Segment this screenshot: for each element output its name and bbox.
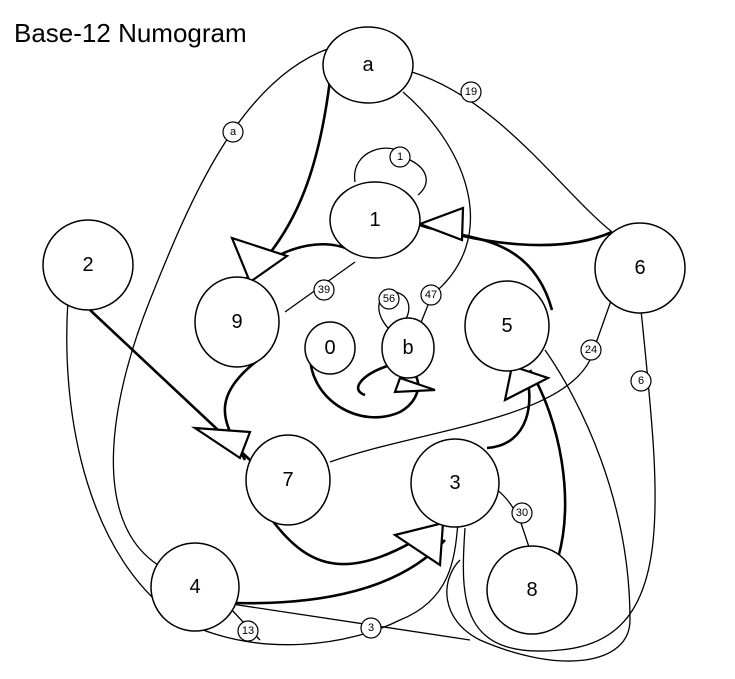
edge-2-3 (66, 299, 459, 646)
node-label: 6 (634, 257, 645, 279)
node-circle (381, 317, 435, 379)
edge-label-circle (360, 617, 382, 639)
edge-label-text: 13 (242, 625, 254, 637)
edge-label-text: 1 (397, 151, 403, 163)
edge-label-circle (580, 339, 602, 361)
edge-5-6 (446, 349, 631, 662)
node-0: 0 (304, 321, 356, 375)
node-label: 1 (369, 209, 380, 231)
edge-label-text: 24 (585, 344, 597, 356)
arrowhead (503, 364, 551, 403)
edge-7-6 (329, 297, 613, 463)
node-label: 4 (189, 576, 200, 598)
edge-label-13: 13 (237, 620, 259, 642)
edge-label-56: 56 (378, 288, 400, 310)
edge-label-30: 30 (511, 502, 533, 524)
node-b: b (381, 317, 435, 379)
edge-label-circle (222, 121, 244, 143)
node-label: 3 (449, 472, 460, 494)
arrowhead (416, 206, 465, 242)
edge-label-text: 3 (368, 622, 374, 634)
node-circle (464, 280, 550, 372)
node-7: 7 (245, 434, 331, 526)
edge-0-b (308, 354, 420, 419)
edge-4-3 (234, 539, 446, 605)
edge-label-3: 3 (360, 617, 382, 639)
node-circle (245, 434, 331, 526)
edge-label-1: 1 (389, 146, 411, 168)
edge-label-19: 19 (460, 81, 482, 103)
edge-13 (224, 602, 471, 641)
edge-label-circle (389, 146, 411, 168)
edges (66, 47, 656, 662)
node-1: 1 (329, 181, 421, 259)
arrowhead (230, 236, 290, 284)
node-6: 6 (594, 222, 686, 314)
edge-label-39: 39 (313, 279, 335, 301)
node-circle (304, 321, 356, 375)
edge-label-circle (630, 370, 652, 392)
edge-8-5 (528, 369, 567, 559)
edge-label-a: a (222, 121, 244, 143)
node-circle (322, 26, 414, 104)
arrowhead (392, 521, 445, 567)
edge-a-b (402, 91, 472, 326)
node-2: 2 (42, 219, 134, 311)
node-label: 5 (501, 315, 512, 337)
edge-label-circle (378, 288, 400, 310)
edge-label-text: 47 (425, 289, 437, 301)
node-label: b (402, 337, 413, 359)
diagram-title: Base-12 Numogram (14, 18, 247, 48)
edge-label-circle (460, 81, 482, 103)
node-label: 0 (324, 337, 335, 359)
node-circle (194, 276, 280, 368)
edge-4-a (112, 47, 331, 566)
edge-label-47: 47 (420, 284, 442, 306)
node-label: 7 (282, 469, 293, 491)
node-label: 9 (231, 311, 242, 333)
edge-label-text: 39 (318, 284, 330, 296)
node-4: 4 (150, 542, 240, 632)
node-8: 8 (486, 545, 578, 635)
arrowhead (190, 426, 252, 460)
node-label: 8 (526, 579, 537, 601)
edge-label-circle (511, 502, 533, 524)
edge-label-text: 19 (465, 86, 477, 98)
node-label: 2 (82, 254, 93, 276)
edge-label-6: 6 (630, 370, 652, 392)
node-circle (150, 542, 240, 632)
node-circle (329, 181, 421, 259)
node-circle (594, 222, 686, 314)
edge-label-circle (313, 279, 335, 301)
edge-6-a (411, 71, 613, 233)
edge-label-text: a (230, 126, 237, 138)
edge-label-circle (420, 284, 442, 306)
edge-label-text: 56 (383, 293, 395, 305)
node-a: a (322, 26, 414, 104)
node-circle (42, 219, 134, 311)
edge-label-circle (237, 620, 259, 642)
node-9: 9 (194, 276, 280, 368)
edge-3-6 (462, 299, 656, 652)
edge-label-text: 30 (516, 507, 528, 519)
nodes: a 1 2 6 9 0 b 5 7 3 4 8 (42, 26, 686, 635)
node-circle (486, 545, 578, 635)
node-5: 5 (464, 280, 550, 372)
arrowhead (393, 376, 436, 394)
node-circle (410, 438, 500, 528)
edge-label-24: 24 (580, 339, 602, 361)
node-3: 3 (410, 438, 500, 528)
edge-label-text: 6 (638, 375, 644, 387)
node-label: a (362, 54, 374, 76)
